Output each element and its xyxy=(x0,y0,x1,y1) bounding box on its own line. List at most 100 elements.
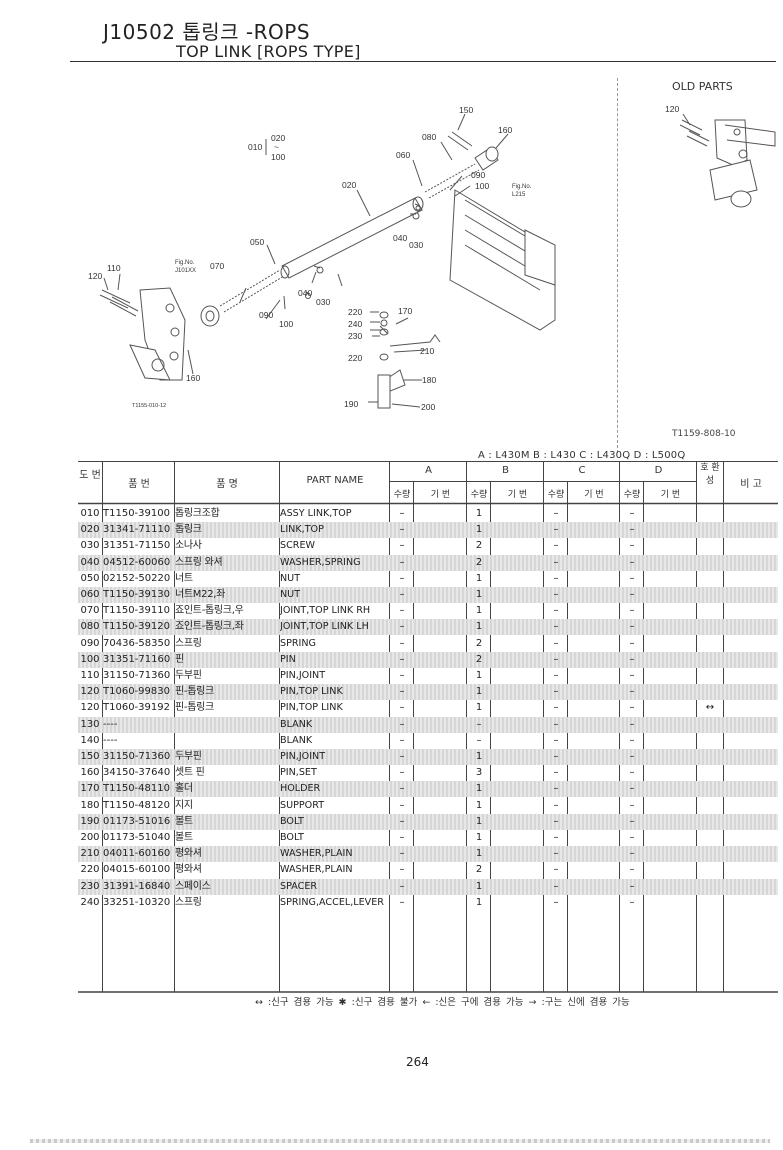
part-name-en: LINK,TOP xyxy=(280,524,324,536)
part-name-en: PIN,TOP LINK xyxy=(280,702,343,714)
part-number: 01173-51040 xyxy=(103,832,171,843)
qty-d: – xyxy=(629,524,635,536)
qty-b: 2 xyxy=(475,653,483,665)
qty-b: 1 xyxy=(475,751,483,762)
qty-c: – xyxy=(553,734,559,746)
part-number: T1150-39130 xyxy=(103,589,170,600)
exploded-parts-diagram: 150 160 080 060 090 100 020 010 020 ~ 10… xyxy=(88,105,556,412)
qty-c: – xyxy=(553,848,559,860)
qty-b: 1 xyxy=(475,524,483,536)
header-model-b: B xyxy=(502,465,509,476)
part-number: T1150-48110 xyxy=(103,783,170,795)
qty-a: – xyxy=(399,734,405,746)
part-name-ko: 지지 xyxy=(175,799,193,811)
part-number: ---- xyxy=(103,718,118,730)
part-number: 31391-16840 xyxy=(103,880,171,892)
row-number: 220 xyxy=(80,864,100,876)
row-number: 070 xyxy=(80,605,100,617)
qty-b: 2 xyxy=(475,864,483,876)
row-number: 060 xyxy=(80,589,100,600)
qty-a: – xyxy=(399,702,405,714)
part-name-ko: 톱링크 xyxy=(175,524,202,536)
table-row: 130----BLANK–––– xyxy=(78,716,778,733)
row-number: 150 xyxy=(80,751,100,762)
callout-210: 210 xyxy=(420,346,434,356)
qty-b: 1 xyxy=(475,783,483,795)
callout-240: 240 xyxy=(348,319,362,329)
callout-200: 200 xyxy=(421,402,435,412)
qty-b: 1 xyxy=(475,815,483,827)
part-name-en: ASSY LINK,TOP xyxy=(280,508,352,519)
qty-a: – xyxy=(399,751,405,762)
qty-a: – xyxy=(399,799,405,811)
qty-d: – xyxy=(629,880,635,892)
qty-d: – xyxy=(629,686,635,698)
callout-100: 100 xyxy=(475,181,489,191)
qty-c: – xyxy=(553,767,559,779)
callout-220-top: 220 xyxy=(348,307,362,317)
part-number: ---- xyxy=(103,734,118,746)
part-name-ko: 핀-톱링크 xyxy=(175,702,214,714)
header-part-name: PART NAME xyxy=(306,475,364,486)
qty-c: – xyxy=(553,653,559,665)
header-code-c: 기 번 xyxy=(584,490,604,500)
qty-a: – xyxy=(399,864,405,876)
qty-c: – xyxy=(553,637,559,649)
qty-d: – xyxy=(629,864,635,876)
qty-d: – xyxy=(629,783,635,795)
row-number: 010 xyxy=(80,508,100,519)
callout-040-right: 040 xyxy=(393,233,407,243)
part-name-en: SPACER xyxy=(280,880,318,892)
callout-070: 070 xyxy=(210,261,224,271)
qty-d: – xyxy=(629,799,635,811)
part-name-ko: 핀 xyxy=(175,653,184,665)
row-number: 200 xyxy=(80,832,100,843)
part-name-ko: 스프링 와셔 xyxy=(175,556,223,568)
row-number: 020 xyxy=(80,524,100,536)
qty-a: – xyxy=(399,621,405,633)
qty-d: – xyxy=(629,605,635,617)
part-number: T1060-99830 xyxy=(103,686,170,698)
row-number: 100 xyxy=(80,653,100,665)
diagram-small-code: T1155-010-12 xyxy=(132,403,166,409)
header-name-ko: 품 명 xyxy=(216,479,238,490)
qty-c: – xyxy=(553,540,559,552)
qty-c: – xyxy=(553,686,559,698)
row-number: 160 xyxy=(80,767,100,779)
part-name-en: NUT xyxy=(280,572,301,584)
qty-b: 1 xyxy=(475,896,483,908)
qty-c: – xyxy=(553,556,559,568)
row-number: 120 xyxy=(80,686,100,698)
qty-c: – xyxy=(553,605,559,617)
callout-090: 090 xyxy=(471,170,485,180)
callout-030-left: 030 xyxy=(316,297,330,307)
qty-b: 1 xyxy=(475,572,483,584)
part-name-ko: 죠인트-톱링크,좌 xyxy=(175,621,244,633)
part-name-en: WASHER,PLAIN xyxy=(280,848,353,860)
fig-no-code-left: J101XX xyxy=(175,268,196,274)
part-number: T1060-39192 xyxy=(103,702,170,714)
part-number: T1150-39120 xyxy=(103,621,170,633)
part-name-en: BOLT xyxy=(280,832,304,843)
qty-a: – xyxy=(399,540,405,552)
part-number: T1150-48120 xyxy=(103,799,170,811)
callout-060: 060 xyxy=(396,150,410,160)
interchange-legend: ↔ :신구 겸용 가능 ✱ :신구 겸용 불가 ← :신은 구에 겸용 가능 →… xyxy=(255,997,630,1008)
qty-c: – xyxy=(553,815,559,827)
part-name-ko: 소나사 xyxy=(175,540,202,552)
header-qty-a: 수량 xyxy=(393,490,411,500)
qty-c: – xyxy=(553,589,559,600)
qty-d: – xyxy=(629,848,635,860)
callout-120: 120 xyxy=(88,271,102,281)
qty-c: – xyxy=(553,751,559,762)
part-name-ko: 셋트 핀 xyxy=(175,767,205,779)
part-number: 01173-51016 xyxy=(103,815,171,827)
header-model-c: C xyxy=(578,465,586,476)
scan-edge-line xyxy=(30,1139,770,1143)
